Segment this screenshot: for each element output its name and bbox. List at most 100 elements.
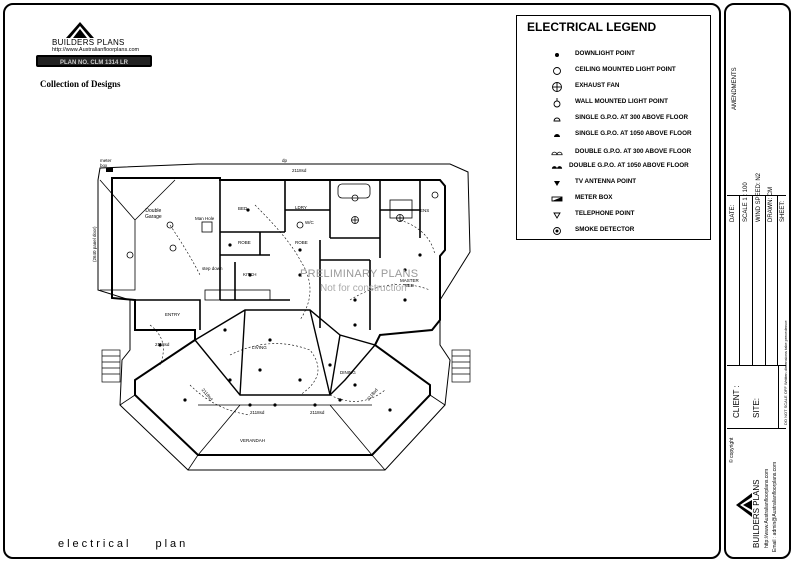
client-label: CLIENT : (732, 385, 741, 418)
kitchen-bench (204, 289, 271, 301)
room-label-entry: ENTRY (165, 312, 181, 317)
telephone-icon (553, 212, 561, 219)
scale-label: SCALE 1 : 100 (743, 182, 749, 222)
exhaust-fan-points (351, 214, 404, 224)
legend-row-telephone: TELEPHONE POINT (517, 209, 712, 223)
footer-url[interactable]: http://www.Australianfloorplans.com (764, 468, 770, 548)
legend-row-double-gpo-1050: DOUBLE G.P.O. AT 1050 ABOVE FLOOR (517, 161, 712, 175)
legend-label: SINGLE G.P.O. AT 300 ABOVE FLOOR (575, 114, 689, 121)
dim-label-garage-door: (2640 panel door) (92, 226, 97, 262)
builders-plans-logo-icon (736, 493, 752, 517)
verandah-lines (119, 339, 446, 471)
legend-label: TV ANTENNA POINT (575, 178, 637, 185)
drawn-label: DRAWN: CM (768, 186, 774, 222)
legend-row-tv-antenna: TV ANTENNA POINT (517, 177, 712, 191)
legend-label: TELEPHONE POINT (575, 210, 635, 217)
bathroom-bath (337, 183, 371, 199)
footer-brand: BUILDERS PLANS (752, 479, 761, 548)
title-block-divider (765, 195, 766, 365)
room-label-ens: ENS (420, 208, 430, 213)
drawing-title: electrical plan (58, 538, 189, 550)
electrical-legend: ELECTRICAL LEGEND DOWNLIGHT POINT CEILIN… (516, 15, 711, 240)
legend-label: DOUBLE G.P.O. AT 300 ABOVE FLOOR (575, 148, 692, 155)
legend-row-single-gpo-300: SINGLE G.P.O. AT 300 ABOVE FLOOR (517, 113, 712, 127)
legend-label: SINGLE G.P.O. AT 1050 ABOVE FLOOR (575, 130, 692, 137)
room-label-bed: BED (238, 206, 248, 211)
legend-row-downlight: DOWNLIGHT POINT (517, 49, 712, 63)
room-label-master: MASTER BED (400, 278, 419, 288)
inner-walls (135, 180, 421, 330)
collection-label: Collection of Designs (40, 79, 121, 89)
date-label: DATE: (730, 204, 736, 222)
plan-number-badge: PLAN NO. CLM 1314 LR (36, 55, 152, 67)
legend-label: SMOKE DETECTOR (575, 226, 635, 233)
legend-label: DOUBLE G.P.O. AT 1050 ABOVE FLOOR (569, 162, 689, 169)
builders-plans-logo-icon (66, 22, 94, 38)
dim-label-dp: dp (282, 158, 288, 163)
ceiling-light-icon (553, 67, 561, 75)
amendments-label: AMENDMENTS (732, 67, 738, 110)
copyright-label: © copyright (729, 437, 735, 463)
wall-light-icon (553, 98, 561, 108)
legend-title: ELECTRICAL LEGEND (527, 20, 657, 34)
dim-label-top: 2118sd (292, 168, 307, 173)
room-label-verandah: VERANDAH (240, 438, 266, 443)
dim-label-bottom-1: 2118sd (250, 410, 265, 415)
legend-label: DOWNLIGHT POINT (575, 50, 635, 57)
exhaust-fan-icon (552, 82, 562, 92)
manhole-box (201, 221, 213, 233)
ensuite-shower (389, 199, 413, 219)
stairs-left (101, 349, 121, 383)
wiring-runs (149, 204, 436, 416)
watermark-preliminary: PRELIMINARY PLANS (300, 268, 419, 280)
meter-box-symbol (106, 168, 113, 172)
downlight-points (158, 208, 422, 412)
room-label-manhole: Man Hole (195, 216, 215, 221)
site-label: SITE: (752, 397, 761, 418)
room-label-living: LIVING (252, 345, 267, 350)
dim-label-entry: 2118sd (155, 342, 170, 347)
sheet-label: SHEET: (780, 200, 786, 222)
legend-row-meter-box: METER BOX (517, 193, 712, 207)
dim-label-meter-box: meter box (100, 158, 112, 168)
footer-email[interactable]: Email : admin@Australianfloorplans.com (772, 461, 778, 552)
title-block-divider (739, 195, 740, 365)
room-label-kitch: KITCH (243, 272, 257, 277)
title-block-border (724, 3, 791, 559)
legend-row-exhaust-fan: EXHAUST FAN (517, 81, 712, 95)
ceiling-light-points (126, 191, 439, 259)
single-gpo-300-icon (553, 117, 561, 122)
drawing-sheet-border (3, 3, 721, 559)
legend-row-smoke-detector: SMOKE DETECTOR (517, 225, 712, 239)
legend-row-ceiling-light: CEILING MOUNTED LIGHT POINT (517, 65, 712, 79)
title-block-divider (727, 365, 786, 366)
wind-speed-label: WIND SPEED: N2 (756, 172, 762, 222)
room-label-wc: W/C (305, 220, 314, 225)
room-label-garage: Double Garage (145, 208, 162, 220)
header-brand: BUILDERS PLANS (52, 38, 125, 47)
legend-row-single-gpo-1050: SINGLE G.P.O. AT 1050 ABOVE FLOOR (517, 129, 712, 143)
room-label-ldry: LDRY (295, 205, 307, 210)
legend-label: WALL MOUNTED LIGHT POINT (575, 98, 668, 105)
room-label-robe-1: ROBE (238, 240, 251, 245)
watermark-not-for-construction: Not for construction (320, 283, 407, 294)
title-block-divider (727, 428, 786, 429)
living-octagon (193, 309, 377, 396)
legend-label: CEILING MOUNTED LIGHT POINT (575, 66, 676, 73)
legend-row-wall-light: WALL MOUNTED LIGHT POINT (517, 97, 712, 111)
header-url[interactable]: http://www.Australianfloorplans.com (52, 47, 140, 53)
room-label-step-down: step down (202, 266, 223, 271)
title-block-divider (777, 195, 778, 365)
legend-row-double-gpo-300: DOUBLE G.P.O. AT 300 ABOVE FLOOR (517, 147, 712, 161)
double-gpo-300-icon (551, 151, 563, 156)
roof-outline (97, 163, 471, 471)
title-block-divider (727, 195, 786, 196)
scale-note: DO NOT SCALE OFF Written dimensions take… (783, 320, 788, 425)
room-label-dining: DINING (340, 370, 356, 375)
dim-label-bottom-2: 2118sd (310, 410, 325, 415)
stairs-right (451, 349, 471, 383)
room-label-robe-2: ROBE (295, 240, 308, 245)
garage-roof-lines (99, 179, 176, 291)
downlight-icon (555, 53, 559, 57)
